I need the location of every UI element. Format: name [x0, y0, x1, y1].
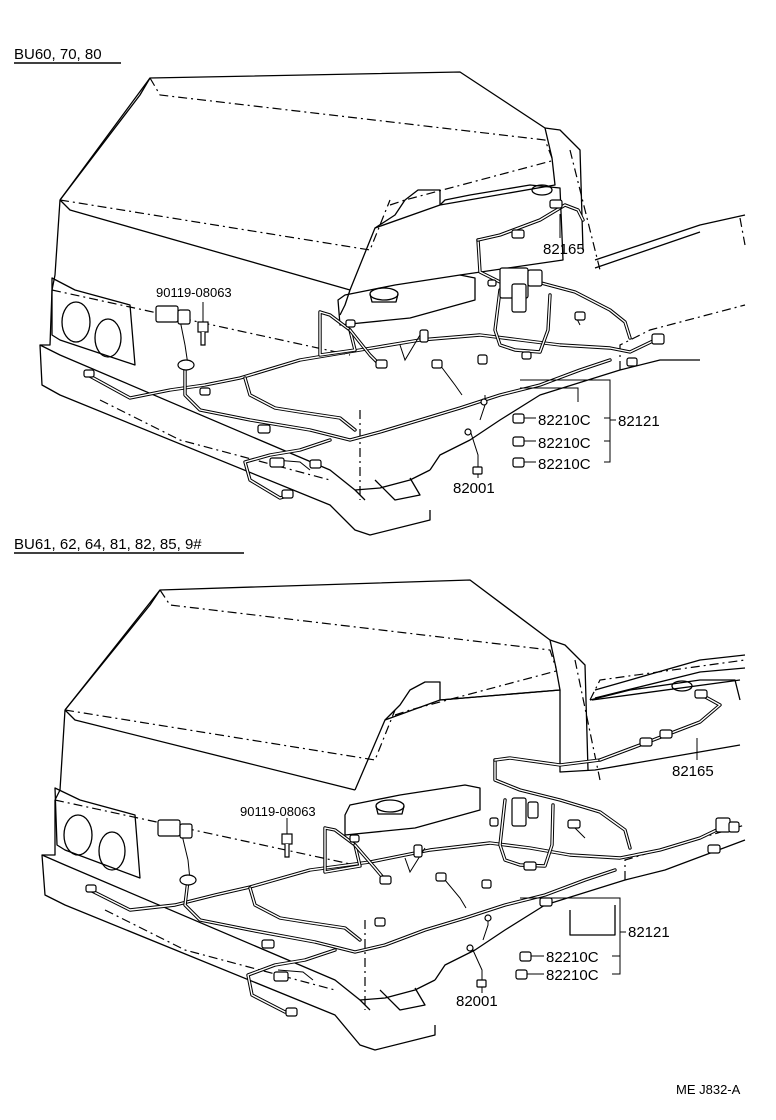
label-82210c-a-3: 82210C	[538, 456, 591, 473]
diagram-b-hidden-lines	[54, 589, 746, 1010]
diagram-a-labels: 90119-08063 82165 82121 82210C 82210C 82…	[156, 241, 660, 497]
diagram-b-labels: 90119-08063 82165 82121 82210C 82210C 82…	[240, 763, 714, 1010]
label-82165-b: 82165	[672, 763, 714, 780]
label-82121-b: 82121	[628, 924, 670, 941]
label-82001-b: 82001	[456, 993, 498, 1010]
diagram-a-callouts	[202, 214, 616, 478]
label-82210c-a-1: 82210C	[538, 412, 591, 429]
figure-code: ME J832-A	[676, 1082, 741, 1097]
diagram-a-wire-harness	[86, 203, 657, 500]
diagram-a: BU60, 70, 80	[14, 46, 746, 536]
diagram-a-cab-outline	[39, 71, 746, 536]
diagram-b-heading: BU61, 62, 64, 81, 82, 85, 9#	[14, 536, 202, 553]
diagram-b-cab-outline	[41, 579, 746, 1051]
diagram-b: BU61, 62, 64, 81, 82, 85, 9#	[14, 536, 746, 1051]
label-82165-a: 82165	[543, 241, 585, 258]
label-bolt-b: 90119-08063	[240, 804, 316, 819]
label-82121-a: 82121	[618, 413, 660, 430]
diagram-b-connectors	[85, 689, 740, 1017]
label-bolt-a: 90119-08063	[156, 285, 232, 300]
diagram-a-heading: BU60, 70, 80	[14, 46, 102, 63]
label-82210c-b-2: 82210C	[546, 967, 599, 984]
diagram-b-callouts	[286, 738, 698, 993]
label-82001-a: 82001	[453, 480, 495, 497]
diagram-b-wire-harness	[88, 692, 727, 1014]
label-82210c-b-1: 82210C	[546, 949, 599, 966]
label-82210c-a-2: 82210C	[538, 435, 591, 452]
